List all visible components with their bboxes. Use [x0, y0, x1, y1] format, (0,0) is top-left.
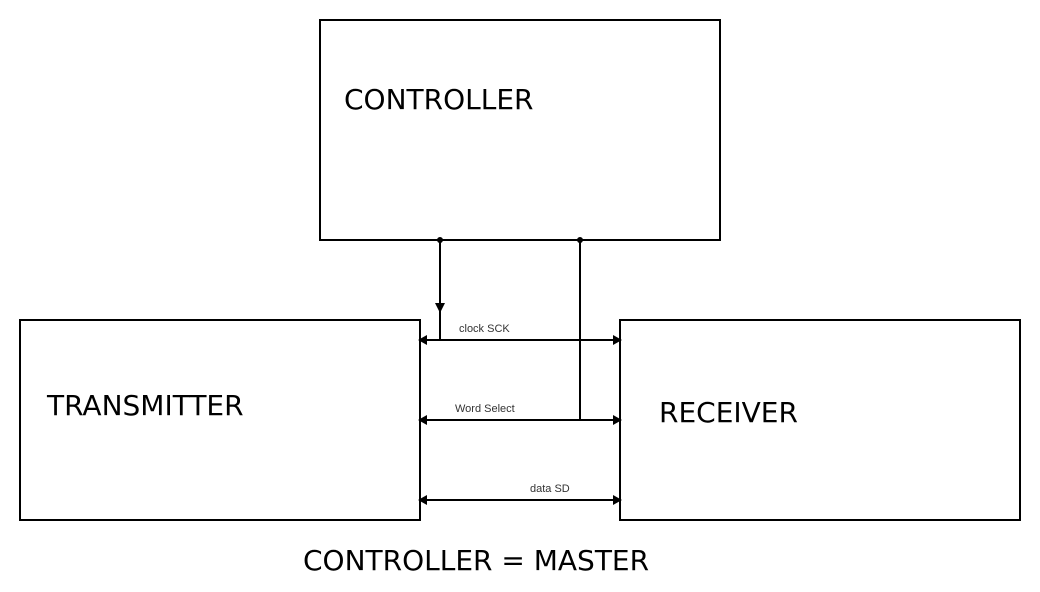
signal-clock: clock SCK — [418, 323, 622, 345]
transmitter-label: TRANSMITTER — [46, 389, 244, 422]
controller-label: CONTROLLER — [344, 83, 533, 116]
arrow-right-icon — [613, 495, 622, 505]
controller-clock-connector — [435, 237, 445, 340]
signal-word-select: Word Select — [418, 403, 622, 425]
controller-box — [319, 19, 721, 241]
receiver-block: RECEIVER — [619, 319, 1021, 521]
transmitter-box — [19, 319, 421, 521]
signal-data: data SD — [418, 483, 622, 505]
arrow-right-icon — [613, 335, 622, 345]
arrow-left-icon — [418, 415, 427, 425]
transmitter-block: TRANSMITTER — [19, 319, 421, 521]
arrow-down-icon — [435, 303, 445, 313]
controller-block: CONTROLLER — [319, 19, 721, 241]
clock-label: clock SCK — [459, 323, 510, 335]
word-select-label: Word Select — [455, 403, 515, 415]
arrow-right-icon — [613, 415, 622, 425]
receiver-label: RECEIVER — [659, 396, 798, 429]
receiver-box — [619, 319, 1021, 521]
data-label: data SD — [530, 483, 570, 495]
arrow-left-icon — [418, 335, 427, 345]
diagram-caption: CONTROLLER = MASTER — [303, 544, 649, 577]
controller-ws-connector — [577, 237, 583, 420]
arrow-left-icon — [418, 495, 427, 505]
